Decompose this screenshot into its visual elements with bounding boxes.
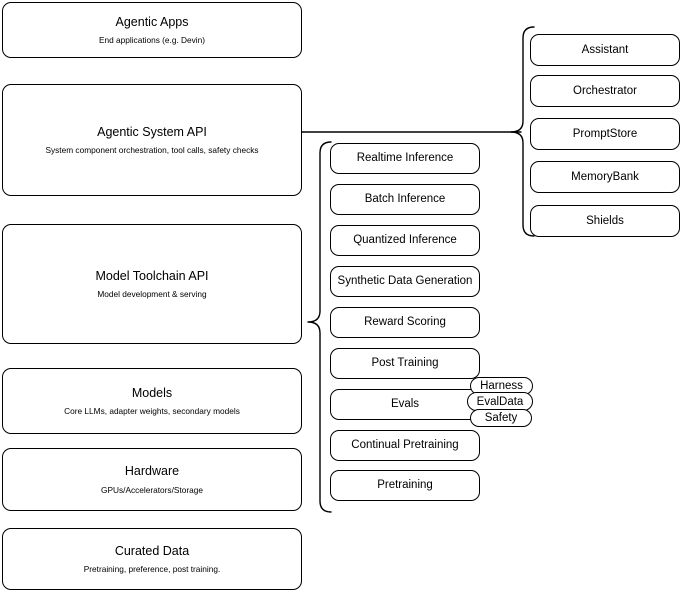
component-label: Assistant	[581, 43, 629, 56]
component-box-post-training[interactable]: Post Training	[330, 348, 480, 379]
component-box-orchestrator[interactable]: Orchestrator	[530, 75, 680, 107]
component-label: Continual Pretraining	[351, 439, 459, 452]
layer-subtitle: GPUs/Accelerators/Storage	[101, 484, 203, 495]
layer-subtitle: System component orchestration, tool cal…	[45, 145, 259, 156]
component-box-assistant[interactable]: Assistant	[530, 34, 680, 66]
layer-box-agentic-system-api[interactable]: Agentic System API System component orch…	[2, 84, 302, 196]
layer-title: Agentic Apps	[115, 14, 189, 29]
eval-pill-label: Safety	[484, 412, 518, 424]
layer-title: Hardware	[124, 464, 180, 478]
layer-box-agentic-apps[interactable]: Agentic Apps End applications (e.g. Devi…	[2, 2, 302, 58]
layer-box-models[interactable]: Models Core LLMs, adapter weights, secon…	[2, 368, 302, 434]
layer-box-hardware[interactable]: Hardware GPUs/Accelerators/Storage	[2, 448, 302, 511]
component-label: Orchestrator	[573, 84, 637, 97]
component-box-pretraining[interactable]: Pretraining	[330, 470, 480, 501]
component-label: Quantized Inference	[353, 234, 457, 247]
component-label: Post Training	[371, 357, 439, 370]
component-label: Evals	[390, 398, 420, 411]
component-box-batch-inference[interactable]: Batch Inference	[330, 184, 480, 215]
component-box-shields[interactable]: Shields	[530, 205, 680, 237]
component-box-evals[interactable]: Evals	[330, 389, 480, 420]
layer-subtitle: Core LLMs, adapter weights, secondary mo…	[64, 406, 240, 417]
layer-box-model-toolchain-api[interactable]: Model Toolchain API Model development & …	[2, 224, 302, 344]
component-label: Pretraining	[377, 479, 433, 492]
component-label: Synthetic Data Generation	[337, 275, 473, 288]
component-label: PromptStore	[572, 127, 638, 140]
layer-subtitle: End applications (e.g. Devin)	[98, 35, 206, 46]
component-box-promptstore[interactable]: PromptStore	[530, 118, 680, 150]
eval-pill-label: Harness	[480, 380, 523, 392]
curly-brace-toolchain-components	[307, 141, 332, 513]
component-box-reward-scoring[interactable]: Reward Scoring	[330, 307, 480, 338]
eval-pill-label: EvalData	[476, 395, 524, 408]
component-label: Shields	[586, 214, 624, 227]
layer-box-curated-data[interactable]: Curated Data Pretraining, preference, po…	[2, 528, 302, 590]
eval-pill-safety[interactable]: Safety	[470, 409, 532, 427]
component-box-quantized-inference[interactable]: Quantized Inference	[330, 225, 480, 256]
layer-subtitle: Model development & serving	[97, 289, 207, 300]
component-box-synthetic-data-generation[interactable]: Synthetic Data Generation	[330, 266, 480, 297]
component-label: Realtime Inference	[356, 152, 454, 165]
eval-pill-evaldata[interactable]: EvalData	[467, 392, 533, 411]
component-label: MemoryBank	[571, 170, 639, 183]
layer-title: Models	[131, 385, 173, 400]
component-box-realtime-inference[interactable]: Realtime Inference	[330, 143, 480, 174]
layer-title: Curated Data	[114, 543, 190, 558]
component-label: Batch Inference	[364, 193, 446, 206]
component-box-memorybank[interactable]: MemoryBank	[530, 161, 680, 193]
component-label: Reward Scoring	[364, 316, 446, 329]
component-box-continual-pretraining[interactable]: Continual Pretraining	[330, 430, 480, 461]
layer-title: Model Toolchain API	[95, 268, 209, 283]
layer-title: Agentic System API	[97, 124, 207, 139]
layer-subtitle: Pretraining, preference, post training.	[83, 564, 221, 575]
